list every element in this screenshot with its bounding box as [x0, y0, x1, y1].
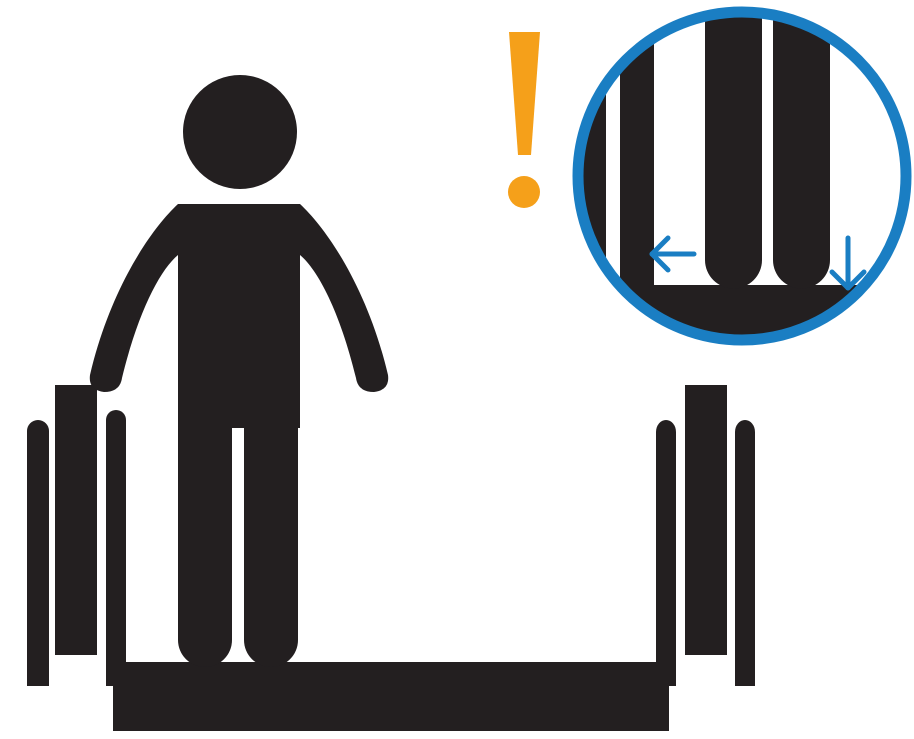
- person-left-arm: [90, 204, 178, 392]
- escalator-step-icon: [106, 662, 672, 731]
- exclamation-mark-icon: [508, 32, 540, 208]
- right-handrail: [656, 385, 755, 686]
- magnifier-circle-icon: [578, 0, 914, 365]
- person-head: [183, 75, 297, 189]
- person-torso: [178, 204, 300, 428]
- person-left-leg: [178, 420, 232, 667]
- left-handrail: [27, 385, 126, 686]
- person-right-leg: [244, 420, 298, 667]
- person-right-arm: [300, 204, 388, 392]
- person-icon: [90, 75, 388, 667]
